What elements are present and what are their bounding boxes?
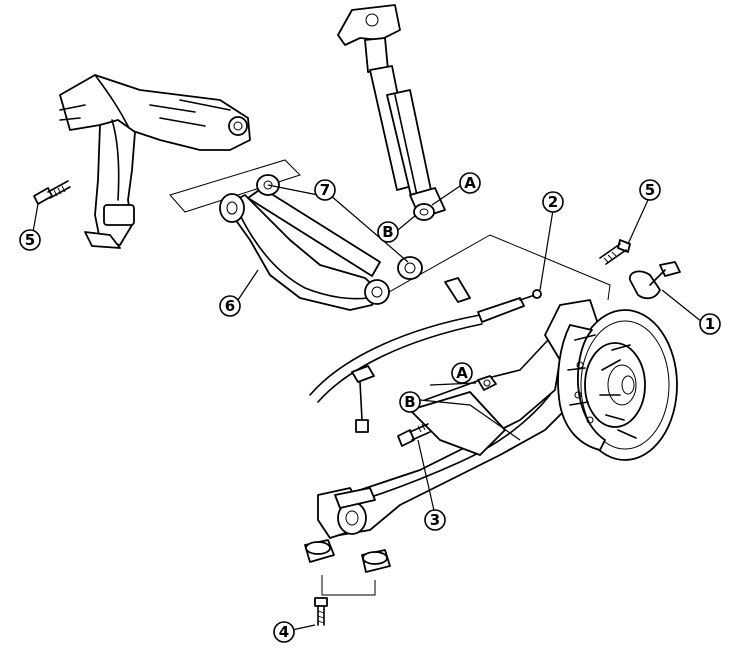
callout-a-top: A (459, 172, 481, 194)
rear-shock-absorber (337, 4, 446, 221)
callout-1-label: 1 (705, 315, 715, 333)
callout-2-label: 2 (548, 193, 558, 211)
upper-arm-bracket-outline (169, 159, 611, 301)
callout-5-left-label: 5 (25, 231, 35, 249)
callout-a-mid: A (451, 362, 473, 384)
parking-brake-cable (309, 277, 542, 433)
callout-b-mid-label: B (404, 393, 415, 411)
callout-b-top: B (377, 221, 399, 243)
callout-5-left: 5 (19, 229, 41, 251)
wheel-hub-and-brake-disc (557, 309, 678, 461)
callout-b-mid: B (399, 391, 421, 413)
callout-6-label: 6 (225, 297, 235, 315)
callout-6: 6 (219, 295, 241, 317)
bolt-left-crossmember (33, 180, 71, 205)
callout-5-right: 5 (639, 179, 661, 201)
callout-b-top-label: B (382, 223, 393, 241)
callout-4: 4 (273, 621, 295, 643)
callout-3-label: 3 (430, 511, 440, 529)
callout-4-label: 4 (279, 623, 289, 641)
callout-a-top-label: A (464, 174, 476, 192)
bolt-right-knuckle (599, 239, 631, 265)
callout-3: 3 (424, 509, 446, 531)
callout-5-right-label: 5 (645, 181, 655, 199)
callout-7: 7 (314, 179, 336, 201)
callout-a-mid-label: A (456, 364, 468, 382)
trailing-arm (317, 299, 601, 539)
reference-lines-mid (419, 382, 521, 441)
callout-7-label: 7 (320, 181, 330, 199)
lower-nuts-and-bolt (304, 539, 391, 626)
rear-crossmember (59, 74, 251, 249)
hose-clip-bracket (628, 261, 681, 300)
lock-nut-mid (477, 375, 497, 391)
callout-1: 1 (699, 313, 721, 335)
upper-control-arm (219, 174, 423, 311)
bolt-trailing-arm (397, 423, 431, 447)
leader-lines (32, 184, 703, 631)
callout-2: 2 (542, 191, 564, 213)
